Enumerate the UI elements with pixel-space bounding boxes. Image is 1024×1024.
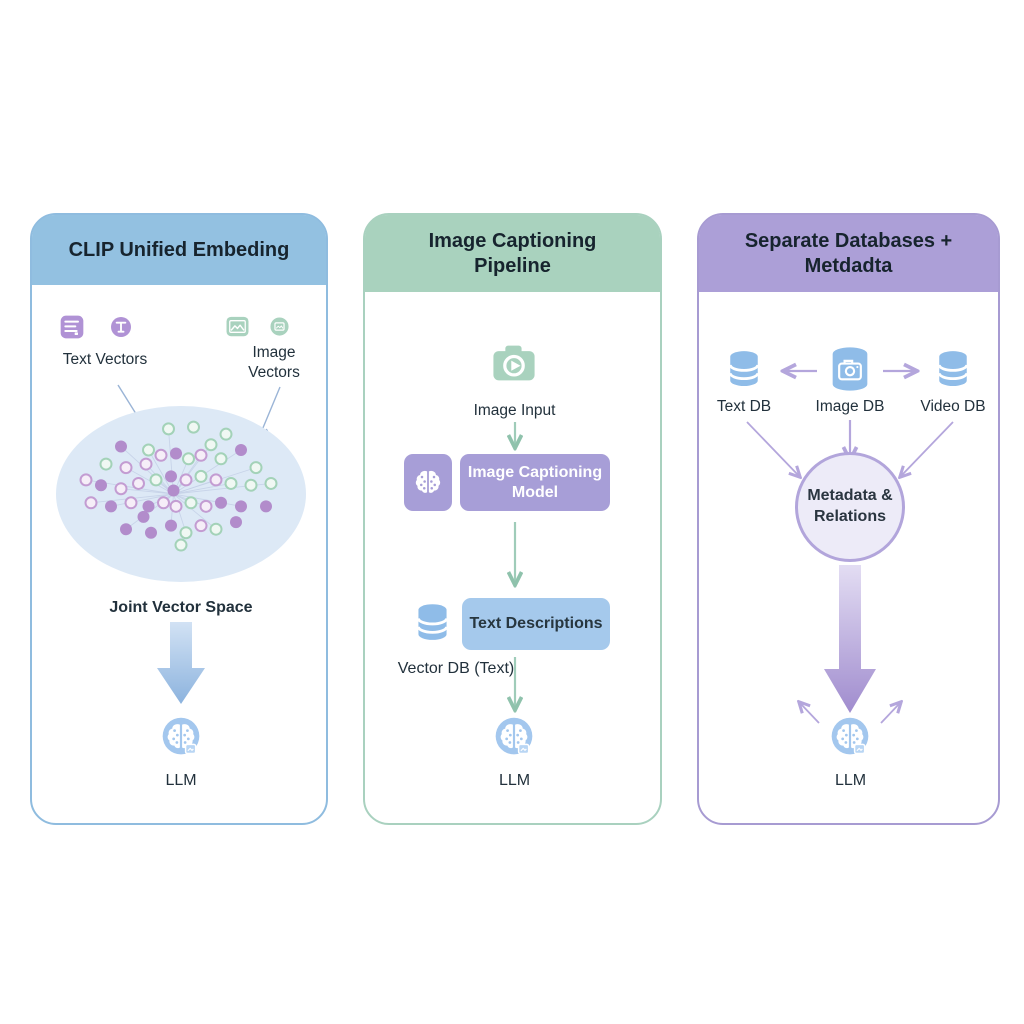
text-vectors-label: Text Vectors — [62, 351, 148, 368]
metadata-label: Metadata & Relations — [807, 487, 893, 525]
llm-brain-icon — [828, 715, 872, 759]
panel2-header: Image Captioning Pipeline — [365, 215, 660, 292]
panel-separate-databases-metadata: Separate Databases + Metdadta Text DB Im… — [697, 213, 1000, 825]
metadata-relations-circle: Metadata & Relations — [795, 452, 905, 562]
llm-label: LLM — [498, 772, 531, 789]
horizontal-arrows — [699, 361, 1002, 381]
panel2-title: Image Captioning Pipeline — [428, 230, 597, 277]
document-icon — [56, 311, 88, 343]
llm-label: LLM — [165, 772, 197, 789]
image-vectors-label: Image Vectors — [248, 344, 300, 381]
converging-arrows — [746, 420, 954, 490]
database-icon — [410, 595, 455, 651]
arrow-down-3 — [507, 657, 523, 715]
panel-clip-unified-embedding: CLIP Unified Embeding Text Vectors Image… — [30, 213, 328, 825]
text-descriptions-box: Text Descriptions — [462, 598, 610, 650]
panel-image-captioning-pipeline: Image Captioning Pipeline Image Input Im… — [363, 213, 662, 825]
text-db-label: Text DB — [716, 398, 772, 415]
model-box-label: Image Captioning Model — [467, 463, 603, 501]
joint-vector-space-ellipse — [56, 406, 306, 582]
llm-brain-icon — [492, 715, 536, 759]
embedding-scatter — [79, 420, 278, 552]
llm-label: LLM — [834, 772, 867, 789]
llm-output-arrows — [775, 683, 925, 724]
ai-brain-chip — [404, 454, 452, 511]
joint-vector-space-label: Joint Vector Space — [109, 599, 253, 616]
text-type-icon — [106, 312, 136, 342]
video-db-label: Video DB — [920, 398, 986, 415]
camera-play-icon — [488, 337, 540, 389]
vector-db-label: Vector DB (Text) — [397, 660, 515, 677]
panel1-header: CLIP Unified Embeding — [32, 215, 326, 285]
image-captioning-model-box: Image Captioning Model — [460, 454, 610, 511]
panel3-header: Separate Databases + Metdadta — [699, 215, 998, 292]
big-arrow-down — [824, 565, 876, 713]
ai-brain-icon — [410, 465, 446, 501]
panel1-title: CLIP Unified Embeding — [68, 238, 290, 261]
image-input-label: Image Input — [473, 402, 556, 419]
image-icon — [222, 311, 253, 342]
panel3-title: Separate Databases + Metdadta — [744, 230, 953, 277]
text-descriptions-label: Text Descriptions — [469, 615, 603, 632]
photo-circle-icon — [265, 312, 294, 341]
image-db-label: Image DB — [815, 398, 885, 415]
big-arrow-down — [157, 622, 205, 704]
arrow-down-2 — [507, 522, 523, 590]
llm-brain-icon — [159, 715, 203, 759]
arrow-down-1 — [507, 422, 523, 452]
